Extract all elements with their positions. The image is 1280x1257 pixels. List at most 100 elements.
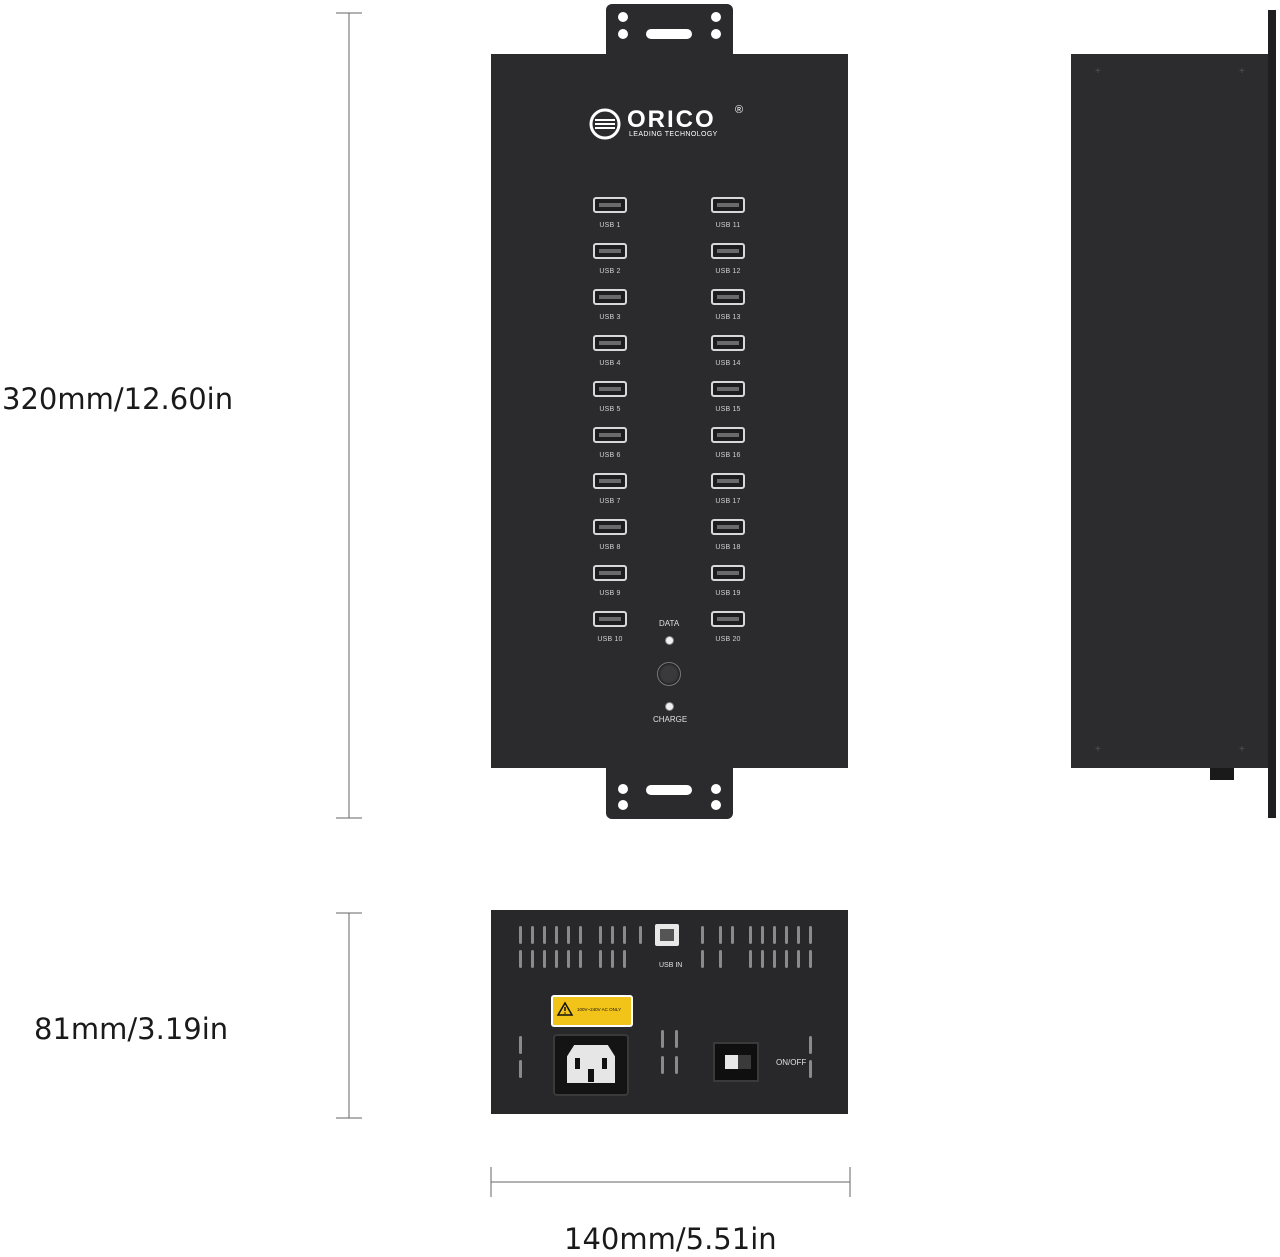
bracket-hole-icon xyxy=(618,800,628,810)
warning-text: 100V~240V AC ONLY xyxy=(577,1007,622,1012)
vent-slot xyxy=(785,926,788,944)
data-led-icon xyxy=(665,636,674,645)
vent-slot xyxy=(519,1036,522,1054)
usb-port-icon xyxy=(711,473,745,489)
bracket-hole-icon xyxy=(711,29,721,39)
warning-triangle-icon xyxy=(556,1001,574,1016)
vent-slot xyxy=(809,950,812,968)
front-panel: ORICO ® LEADING TECHNOLOGY USB 1 USB 2 U… xyxy=(491,54,848,768)
vent-slot xyxy=(599,950,602,968)
vent-slot xyxy=(543,950,546,968)
usb-port-label: USB 14 xyxy=(715,360,741,367)
usb-port-icon xyxy=(711,427,745,443)
power-button[interactable] xyxy=(657,662,681,686)
vent-slot xyxy=(579,926,582,944)
bracket-slot-icon xyxy=(646,29,692,39)
vent-slot xyxy=(701,950,704,968)
vent-slot xyxy=(519,1060,522,1078)
usb-port-label: USB 11 xyxy=(715,222,741,229)
vent-slot xyxy=(809,1060,812,1078)
top-mounting-bracket xyxy=(606,4,733,56)
usb-port-icon xyxy=(593,289,627,305)
depth-dimension-label: 81mm/3.19in xyxy=(34,1012,229,1046)
usb-port-icon xyxy=(711,197,745,213)
usb-port-icon xyxy=(593,243,627,259)
vent-slot xyxy=(639,926,642,944)
vent-slot xyxy=(543,926,546,944)
vent-slot xyxy=(773,950,776,968)
brand-logo: ORICO ® LEADING TECHNOLOGY xyxy=(589,104,759,142)
orico-logo-icon xyxy=(589,108,621,140)
voltage-warning-label: 100V~240V AC ONLY xyxy=(551,995,633,1027)
bottom-mounting-bracket xyxy=(606,766,733,819)
bracket-hole-icon xyxy=(711,800,721,810)
brand-name: ORICO xyxy=(627,106,716,133)
charge-led-icon xyxy=(665,702,674,711)
power-rocker-switch[interactable] xyxy=(713,1042,759,1082)
vent-slot xyxy=(611,926,614,944)
width-dimension-label: 140mm/5.51in xyxy=(564,1222,777,1256)
usb-port-label: USB 10 xyxy=(597,636,623,643)
vent-slot xyxy=(749,926,752,944)
vent-slot xyxy=(661,1030,664,1048)
screw-icon: + xyxy=(1239,66,1245,77)
usb-port-icon xyxy=(593,611,627,627)
usb-port-icon xyxy=(593,565,627,581)
vent-slot xyxy=(731,926,734,944)
vent-slot xyxy=(623,926,626,944)
data-indicator-label: DATA xyxy=(659,619,680,628)
vent-slot xyxy=(809,1036,812,1054)
usb-port-label: USB 19 xyxy=(715,590,741,597)
usb-port-label: USB 17 xyxy=(715,498,741,505)
bracket-hole-icon xyxy=(618,12,628,22)
bracket-hole-icon xyxy=(618,29,628,39)
vent-slot xyxy=(519,950,522,968)
vent-slot xyxy=(719,950,722,968)
vent-slot xyxy=(579,950,582,968)
vent-slot xyxy=(797,926,800,944)
vent-slot xyxy=(531,926,534,944)
vent-slot xyxy=(599,926,602,944)
vent-slot xyxy=(555,950,558,968)
usb-port-label: USB 7 xyxy=(599,498,621,505)
usb-port-icon xyxy=(711,611,745,627)
screw-icon: + xyxy=(1095,66,1101,77)
usb-port-icon xyxy=(711,565,745,581)
usb-port-icon xyxy=(593,519,627,535)
vent-slot xyxy=(623,950,626,968)
usb-port-icon xyxy=(711,519,745,535)
usb-port-icon xyxy=(711,243,745,259)
usb-port-label: USB 4 xyxy=(599,360,621,367)
usb-port-icon xyxy=(593,473,627,489)
bracket-hole-icon xyxy=(618,784,628,794)
usb-port-label: USB 9 xyxy=(599,590,621,597)
charge-indicator-label: CHARGE xyxy=(653,715,688,724)
usb-port-label: USB 12 xyxy=(715,268,741,275)
rear-panel: USB IN 100V~240V AC ONLY ON/OFF xyxy=(491,910,848,1114)
usb-b-input-port-icon xyxy=(655,924,679,946)
vent-slot xyxy=(531,950,534,968)
vent-slot xyxy=(719,926,722,944)
bracket-slot-icon xyxy=(646,785,692,795)
usb-port-label: USB 16 xyxy=(715,452,741,459)
usb-port-label: USB 13 xyxy=(715,314,741,321)
usb-port-label: USB 20 xyxy=(715,636,741,643)
side-panel: + + + + xyxy=(1071,54,1268,768)
usb-port-icon xyxy=(593,381,627,397)
usb-port-label: USB 3 xyxy=(599,314,621,321)
brand-registered-mark: ® xyxy=(735,104,744,116)
vent-slot xyxy=(809,926,812,944)
vent-slot xyxy=(761,950,764,968)
bracket-hole-icon xyxy=(711,12,721,22)
vent-slot xyxy=(661,1056,664,1074)
vent-slot xyxy=(785,950,788,968)
vent-slot xyxy=(555,926,558,944)
screw-icon: + xyxy=(1239,744,1245,755)
vent-slot xyxy=(519,926,522,944)
vent-slot xyxy=(567,950,570,968)
usb-port-icon xyxy=(593,335,627,351)
side-bracket-edge xyxy=(1268,10,1276,818)
side-foot xyxy=(1210,768,1234,780)
usb-port-icon xyxy=(711,381,745,397)
usb-port-icon xyxy=(711,335,745,351)
